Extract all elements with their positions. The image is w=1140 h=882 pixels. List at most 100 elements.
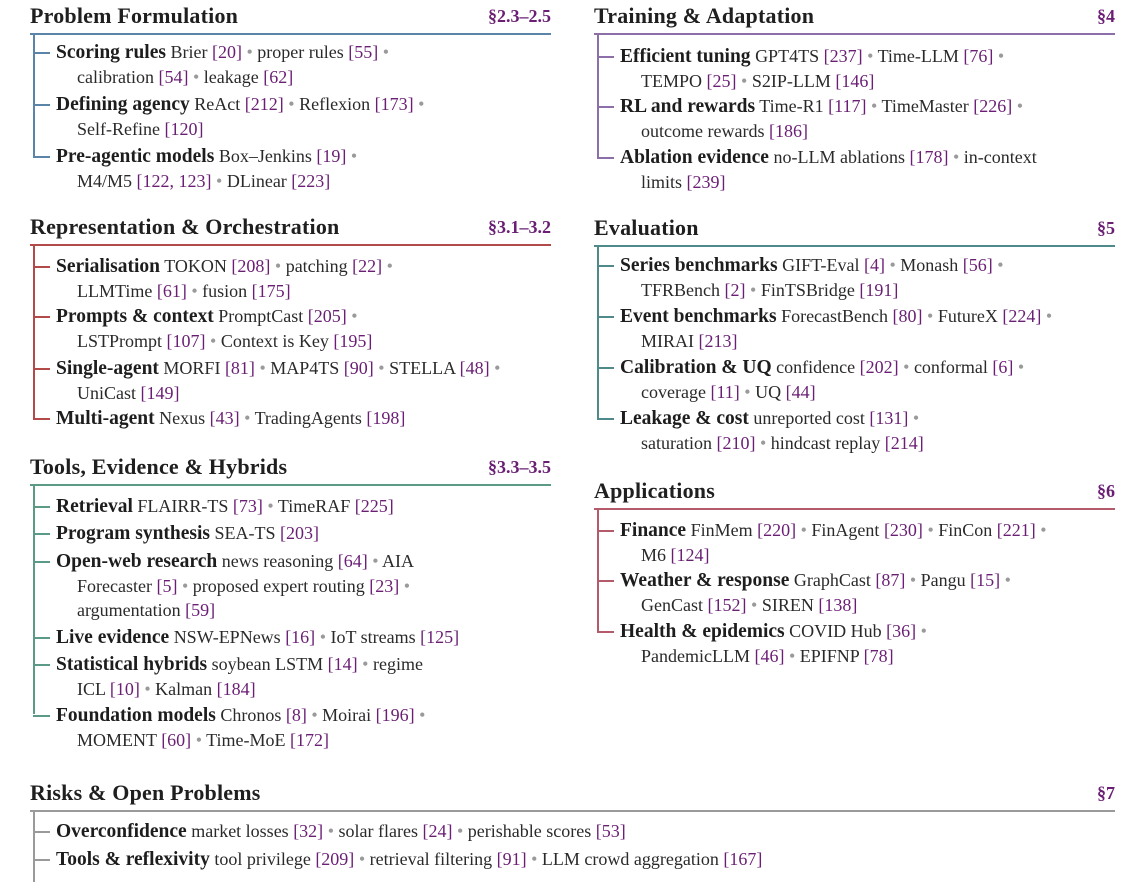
topic-refs: TOKON [208] • patching [22] • — [164, 256, 393, 276]
citation: [91] — [496, 849, 527, 869]
citation: [4] — [863, 255, 885, 275]
topic-refs: Box–Jenkins [19] • — [218, 146, 358, 166]
topic-refs-cont: TFRBench [2] • FinTSBridge [191] — [641, 280, 899, 300]
header-rule — [30, 244, 551, 246]
bullet-separator: • — [386, 256, 393, 276]
topic-calibration-uq: Calibration & UQ confidence [202] • conf… — [597, 355, 1115, 404]
topic-program-synthesis: Program synthesis SEA-TS [203] — [33, 521, 551, 546]
citation: [10] — [109, 679, 140, 699]
citation: [237] — [823, 46, 863, 66]
tree-tick — [33, 506, 50, 508]
topic-keyword: Program synthesis — [56, 523, 211, 544]
topic-foundation-models: Foundation models Chronos [8] • Moirai [… — [33, 703, 551, 752]
section-header: Applications §6 — [594, 475, 1115, 510]
section-header: Representation & Orchestration §3.1–3.2 — [30, 211, 551, 246]
bullet-separator: • — [927, 520, 934, 540]
citation: [44] — [785, 382, 816, 402]
topic-refs: ForecastBench [80] • FutureX [224] • — [781, 306, 1053, 326]
section-title: Applications — [594, 478, 715, 503]
citation: [107] — [166, 331, 206, 351]
topic-refs: GPT4TS [237] • Time-LLM [76] • — [755, 46, 1005, 66]
bullet-separator: • — [403, 576, 411, 596]
bullet-separator: • — [311, 705, 318, 725]
tree-tick — [33, 418, 50, 420]
section-ref: §5 — [1097, 218, 1115, 238]
section-ref: §4 — [1097, 6, 1115, 26]
section-header: Problem Formulation §2.3–2.5 — [30, 0, 551, 35]
topic-refs: SEA-TS [203] — [214, 523, 320, 543]
tree-tick — [33, 637, 50, 639]
tree-tick — [597, 631, 614, 633]
topic-refs: confidence [202] • conformal [6] • — [776, 357, 1025, 377]
topic-refs-cont: MOMENT [60] • Time-MoE [172] — [77, 730, 330, 750]
topic-health-epidemics: Health & epidemics COVID Hub [36] • Pand… — [597, 619, 1115, 668]
bullet-separator: • — [319, 627, 326, 647]
bullet-separator: • — [362, 654, 369, 674]
topic-refs-cont: GenCast [152] • SIREN [138] — [641, 595, 858, 615]
topic-refs-cont: calibration [54] • leakage [62] — [77, 67, 294, 87]
topic-rl-and-rewards: RL and rewards Time-R1 [117] • TimeMaste… — [597, 94, 1115, 143]
citation: [48] — [459, 358, 490, 378]
bullet-separator: • — [267, 496, 274, 516]
topic-refs-cont: TEMPO [25] • S2IP-LLM [146] — [641, 71, 875, 91]
bullet-separator: • — [372, 551, 379, 571]
bullet-separator: • — [378, 358, 385, 378]
bullet-separator: • — [350, 146, 358, 166]
header-rule — [594, 33, 1115, 35]
topic-keyword: Ablation evidence — [620, 147, 769, 168]
tree-tick — [597, 265, 614, 267]
bullet-separator: • — [418, 94, 425, 114]
tree-tick — [33, 368, 50, 370]
tree-tick — [597, 580, 614, 582]
topic-refs-cont: coverage [11] • UQ [44] — [641, 382, 816, 402]
citation: [226] — [973, 96, 1013, 116]
topic-defining-agency: Defining agency ReAct [212] • Reflexion … — [33, 92, 551, 141]
citation: [24] — [422, 821, 453, 841]
topic-refs-cont: M6 [124] — [641, 545, 710, 565]
topic-refs-cont: PandemicLLM [46] • EPIFNP [78] — [641, 646, 894, 666]
bullet-separator: • — [759, 433, 767, 453]
citation: [196] — [375, 705, 415, 725]
bullet-separator: • — [750, 280, 757, 300]
section-ref: §7 — [1097, 783, 1115, 803]
citation: [202] — [859, 357, 899, 377]
topic-refs-cont: Forecaster [5] • proposed expert routing… — [77, 576, 411, 596]
section-header: Tools, Evidence & Hybrids §3.3–3.5 — [30, 451, 551, 486]
topic-leakage-cost: Leakage & cost unreported cost [131] • s… — [597, 406, 1115, 455]
bullet-separator: • — [494, 358, 501, 378]
section-header: Risks & Open Problems §7 — [30, 777, 1115, 812]
topic-refs: FinMem [220] • FinAgent [230] • FinCon [… — [690, 520, 1047, 540]
bullet-separator: • — [751, 595, 758, 615]
citation: [212] — [244, 94, 284, 114]
citation: [23] — [369, 576, 400, 596]
citation: [64] — [337, 551, 368, 571]
tree-tick — [597, 157, 614, 159]
topic-refs-cont: limits [239] — [641, 172, 726, 192]
topic-refs: tool privilege [209] • retrieval filteri… — [214, 849, 763, 869]
bullet-separator: • — [246, 42, 253, 62]
citation: [220] — [757, 520, 797, 540]
tree-tick — [33, 104, 50, 106]
topic-keyword: Tools & reflexivity — [56, 849, 210, 870]
bullet-separator: • — [382, 42, 390, 62]
citation: [184] — [216, 679, 256, 699]
citation: [146] — [835, 71, 875, 91]
tree-tick — [33, 715, 50, 717]
topic-keyword: Efficient tuning — [620, 46, 751, 67]
section-training-adaptation: Training & Adaptation §4 Efficient tunin… — [594, 0, 1115, 200]
header-rule — [594, 245, 1115, 247]
section-ref: §3.3–3.5 — [488, 457, 551, 477]
topic-single-agent: Single-agent MORFI [81] • MAP4TS [90] • … — [33, 356, 551, 405]
topic-keyword: RL and rewards — [620, 96, 756, 117]
topic-refs: GraphCast [87] • Pangu [15] • — [793, 570, 1011, 590]
citation: [230] — [883, 520, 923, 540]
topic-efficient-tuning: Efficient tuning GPT4TS [237] • Time-LLM… — [597, 44, 1115, 93]
bullet-separator: • — [181, 576, 189, 596]
citation: [152] — [707, 595, 747, 615]
topic-keyword: Leakage & cost — [620, 408, 749, 429]
citation: [225] — [354, 496, 394, 516]
citation: [5] — [156, 576, 178, 596]
section-title: Tools, Evidence & Hybrids — [30, 454, 288, 479]
tree-line — [597, 510, 599, 632]
bullet-separator: • — [952, 147, 960, 167]
